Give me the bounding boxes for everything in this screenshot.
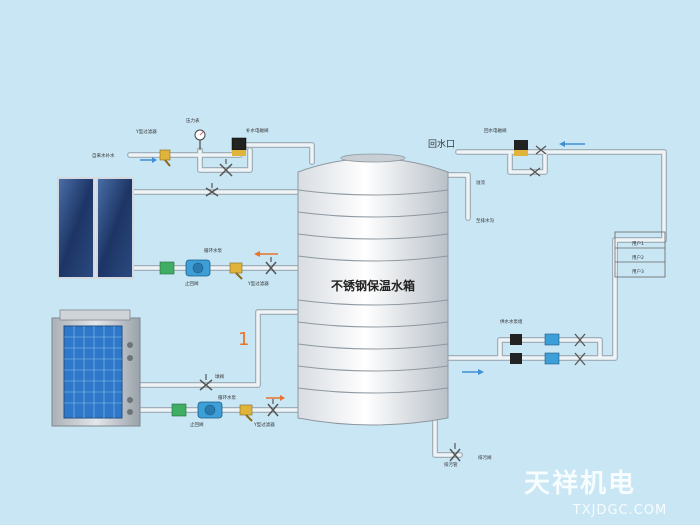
label-solenoid-valve: 补水电磁阀	[246, 127, 269, 134]
label-pump-group: 供水水泵组	[500, 318, 523, 325]
y-filter-top	[159, 149, 171, 167]
ball-valve-heat-pump	[199, 374, 213, 391]
return-valve-icon	[529, 167, 541, 177]
label-y-filter-top: Y型过滤器	[135, 128, 157, 135]
valve-icon-top	[219, 159, 233, 177]
label-check-valve-solar: 止回阀	[185, 280, 199, 287]
heat-pump-unit	[51, 309, 141, 427]
label-y-filter-solar: Y型过滤器	[247, 280, 269, 287]
label-to-drain: 至排水沟	[476, 217, 494, 224]
label-overflow: 溢流	[476, 179, 485, 186]
arrow-left-orange-icon	[254, 251, 278, 257]
labels: Y型过滤器 压力表 补水电磁阀 自来水补水 循环水泵 止回阀 Y型过滤器 1 球…	[92, 117, 644, 468]
check-valve-solar	[159, 261, 175, 275]
label-municipal-water: 自来水补水	[92, 152, 115, 159]
solenoid-valve-top	[231, 137, 247, 156]
valve-icon-heat-pump-2	[267, 399, 279, 417]
check-valve-heat-pump	[171, 403, 187, 417]
circulation-pump-solar	[185, 259, 211, 277]
label-user-3: 用户3	[632, 268, 644, 275]
users-box	[614, 231, 666, 278]
label-ball-valve: 球阀	[215, 373, 224, 380]
arrow-right-supply-icon	[462, 369, 484, 375]
label-circulation-pump-solar: 循环水泵	[204, 247, 222, 254]
label-check-valve-hp: 止回阀	[190, 421, 204, 428]
heat-pump-grille	[64, 326, 122, 418]
tank-bands	[297, 189, 449, 394]
supply-pump-group	[510, 333, 586, 366]
valve-icon-solar-top	[205, 183, 219, 197]
label-user-1: 用户1	[632, 240, 644, 247]
label-drain-pipe: 排污管	[444, 461, 458, 468]
label-return-solenoid: 回水电磁阀	[484, 127, 507, 134]
flow-arrows	[140, 141, 585, 401]
arrow-right-icon	[140, 157, 157, 163]
label-user-2: 用户2	[632, 254, 644, 261]
valve-icon-solar-bottom	[265, 257, 277, 275]
stainless-steel-tank: 不锈钢保温水箱	[297, 153, 449, 426]
label-y-filter-hp: Y型过滤器	[253, 421, 275, 428]
arrow-left-icon	[559, 141, 585, 147]
watermark-cn: 天祥机电	[524, 469, 636, 499]
label-return-port: 回水口	[428, 138, 455, 150]
circulation-pump-heat-pump	[197, 401, 223, 419]
label-circulation-pump-hp: 循环水泵	[218, 394, 236, 401]
label-drain-valve: 排污阀	[478, 454, 492, 461]
watermark-url: TXJDGC.COM	[572, 503, 668, 518]
arrow-right-heat-pump-icon	[266, 395, 285, 401]
drain-valve-icon	[449, 443, 461, 462]
tank-label: 不锈钢保温水箱	[331, 278, 415, 293]
return-valve-icon-2	[535, 145, 547, 155]
watermark: 天祥机电 TXJDGC.COM	[524, 469, 668, 518]
label-pressure-gauge: 压力表	[186, 117, 200, 124]
return-solenoid-valve	[514, 140, 528, 156]
solar-collector-panels	[57, 177, 134, 279]
pressure-gauge-icon	[194, 129, 206, 150]
y-filter-heat-pump	[239, 404, 253, 422]
heat-pump-number: 1	[238, 329, 249, 350]
y-filter-solar	[229, 262, 243, 280]
